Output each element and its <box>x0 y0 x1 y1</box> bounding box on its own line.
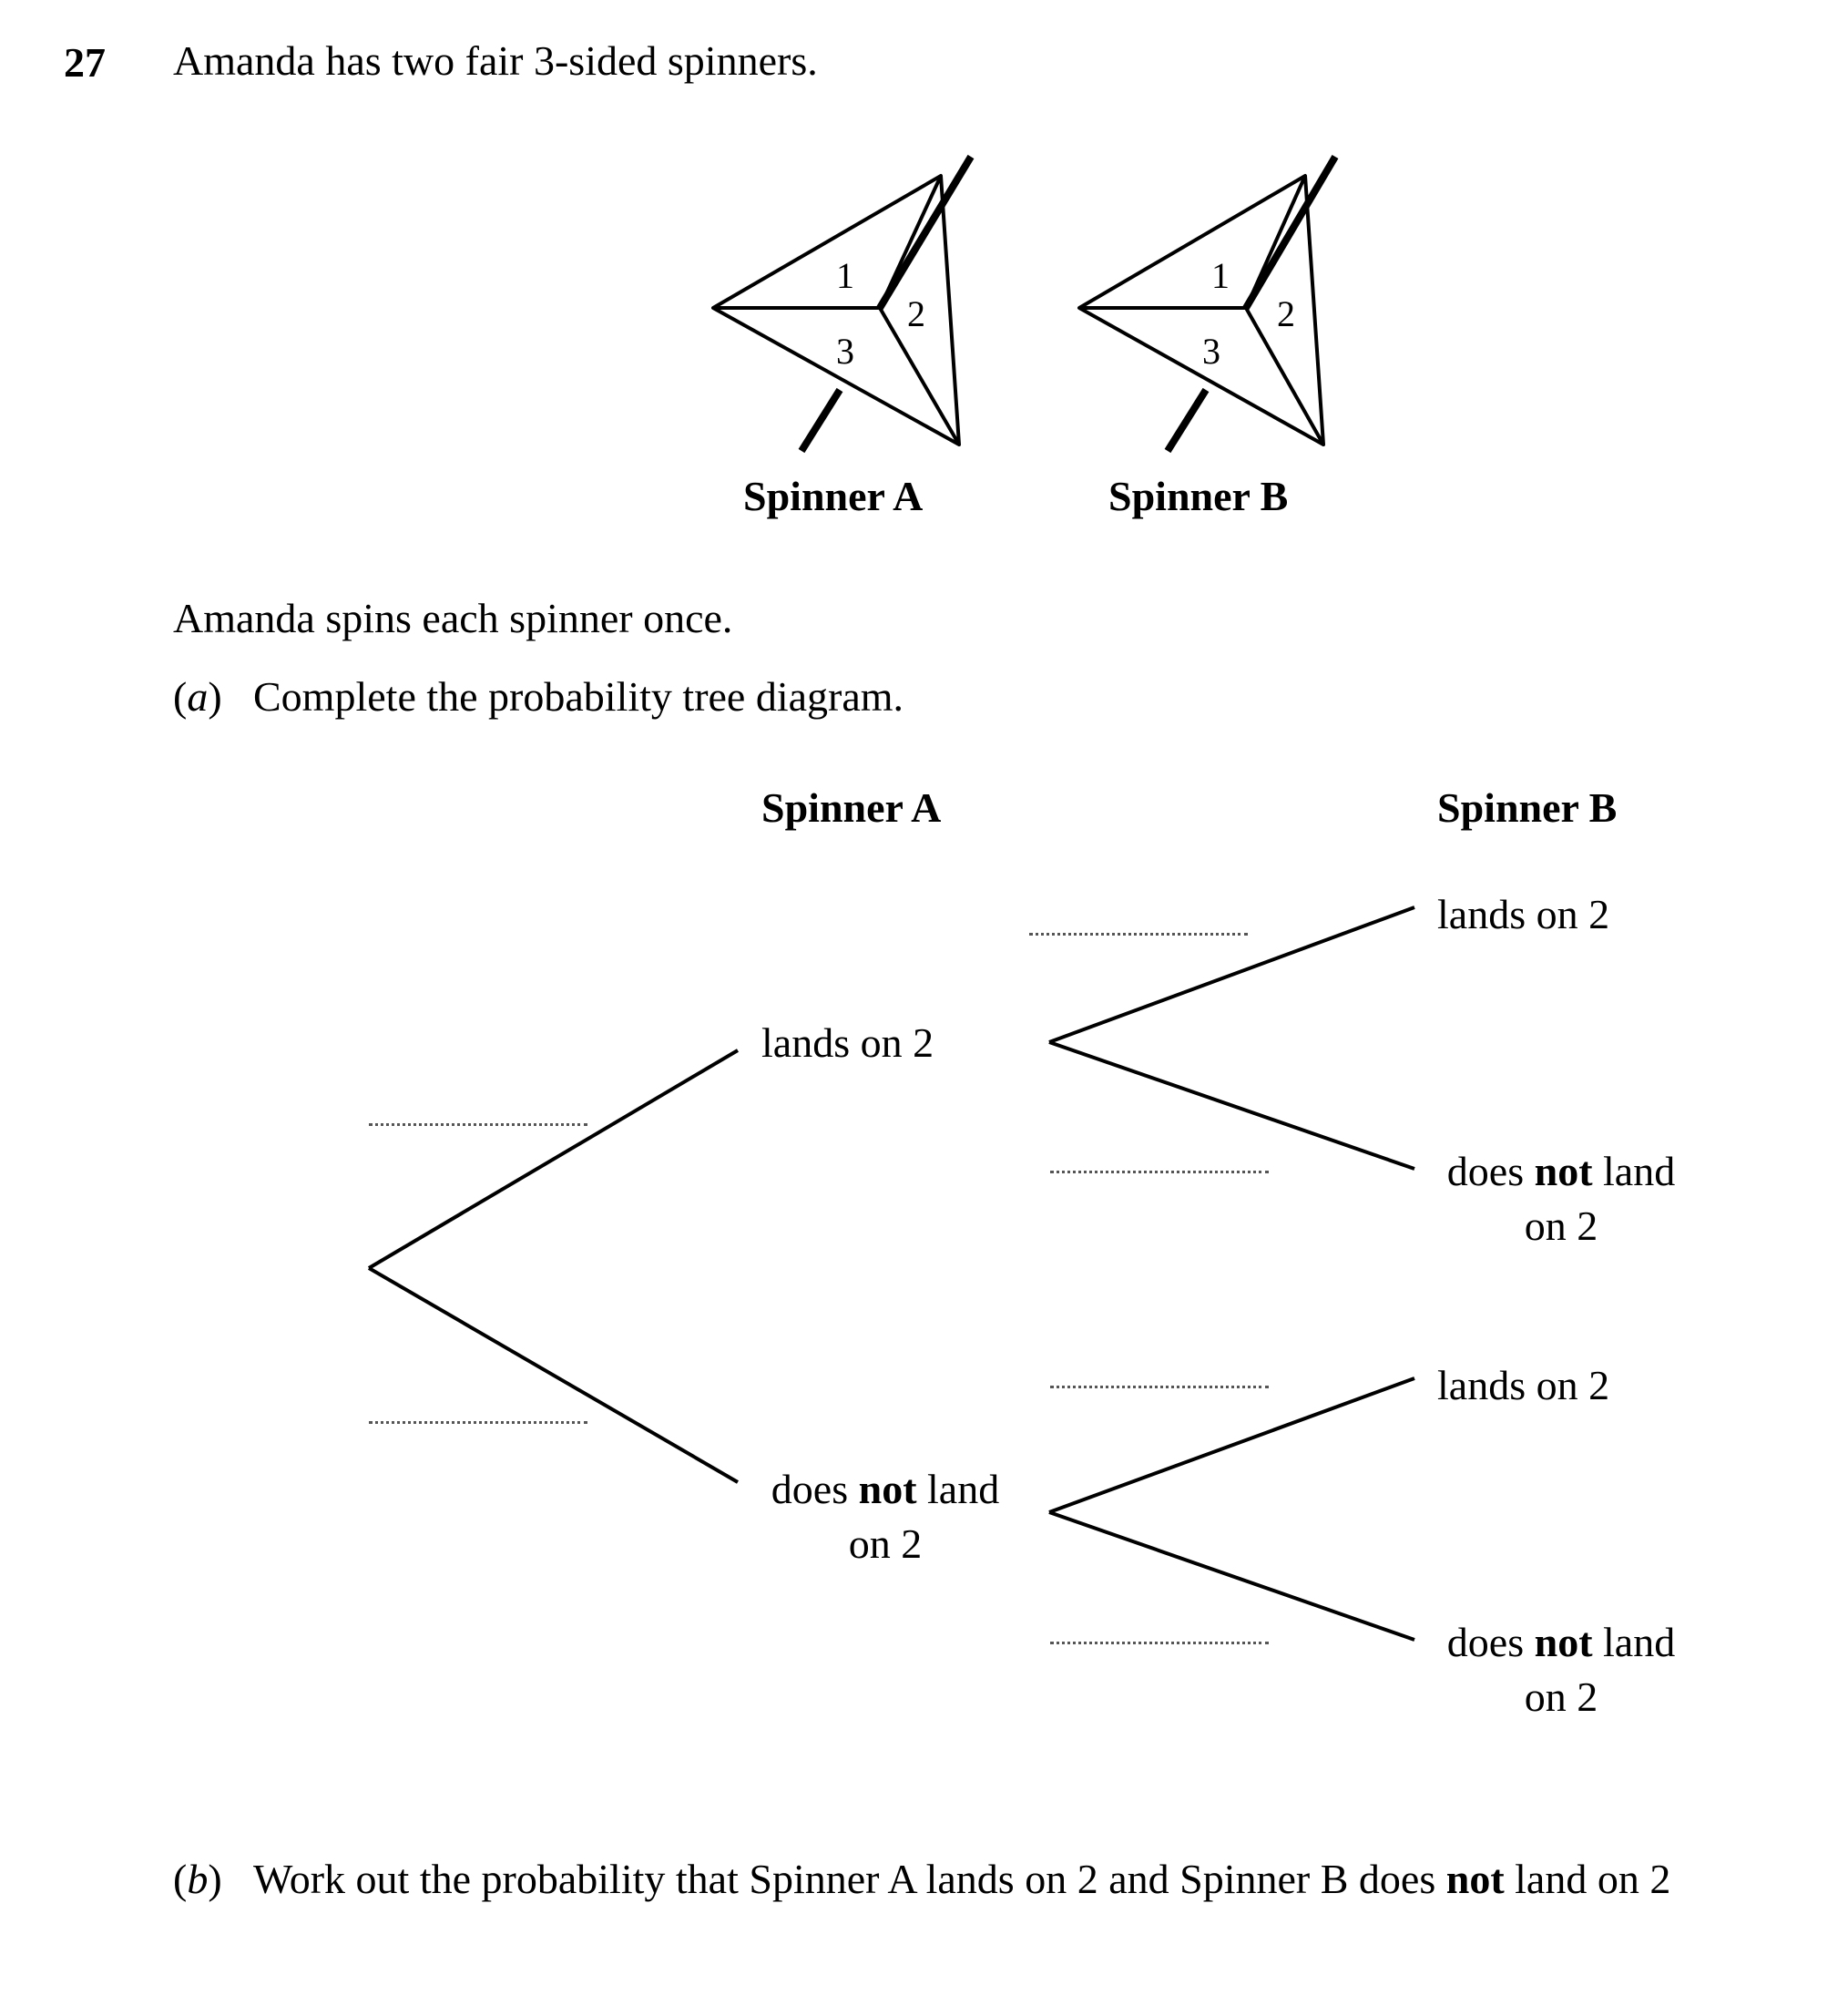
instruction-text: Amanda spins each spinner once. <box>173 595 733 641</box>
spinner-b-pointer <box>1242 154 1339 311</box>
part-a-text: Complete the probability tree diagram. <box>253 673 904 720</box>
spinner-b-triangle <box>1077 174 1325 446</box>
spinner-b-section-2: 2 <box>1277 293 1295 334</box>
branch-anot-b2 <box>1048 1376 1415 1514</box>
spinner-b-label: Spinner B <box>1108 473 1289 519</box>
answer-blank-anot-b2[interactable] <box>1050 1386 1269 1388</box>
branch-a-not <box>367 1266 740 1484</box>
tree-header-spinner-b: Spinner B <box>1437 784 1618 831</box>
spinner-a-label: Spinner A <box>743 473 924 519</box>
part-a-letter: (a) <box>173 673 222 720</box>
spinner-a-section-3: 3 <box>836 331 854 372</box>
part-b-letter: (b) <box>173 1856 222 1902</box>
spinner-b-section-3: 3 <box>1202 331 1220 372</box>
spinners-figure: 1 2 3 1 2 3 <box>711 154 1339 454</box>
spinner-b-drawing: 1 2 3 <box>1077 154 1339 454</box>
outcome-a-lands: lands on 2 <box>761 1019 934 1066</box>
outcome-a-not: does not land on 2 <box>771 1466 1000 1567</box>
part-b: (b) Work out the probability that Spinner… <box>173 1855 1670 1903</box>
tree-header-spinner-a: Spinner A <box>761 784 942 831</box>
outcome-b-not-1: does not land on 2 <box>1446 1148 1676 1249</box>
spinner-a-pointer <box>876 154 975 311</box>
answer-blank-anot-bnot[interactable] <box>1050 1642 1269 1644</box>
spinner-b-section-1: 1 <box>1211 255 1230 296</box>
spinner-a-drawing: 1 2 3 <box>711 154 975 454</box>
outcome-b-lands-2: lands on 2 <box>1437 1362 1610 1408</box>
outcome-b-not-2: does not land on 2 <box>1446 1619 1676 1720</box>
part-a: (a) Complete the probability tree diagram… <box>173 672 904 721</box>
branch-a2-bnot <box>1048 1040 1415 1171</box>
branch-a2-b2 <box>1048 906 1415 1044</box>
outcome-b-lands-1: lands on 2 <box>1437 891 1610 937</box>
answer-blank-a2-b2[interactable] <box>1029 933 1248 936</box>
question-number: 27 <box>64 39 106 86</box>
part-b-text: Work out the probability that Spinner A … <box>253 1856 1671 1902</box>
answer-blank-a-lands[interactable] <box>369 1123 587 1126</box>
answer-blank-a2-bnot[interactable] <box>1050 1171 1269 1173</box>
spinner-a-triangle <box>711 174 961 446</box>
spinner-a-section-1: 1 <box>836 255 854 296</box>
answer-blank-a-not[interactable] <box>369 1421 587 1424</box>
question-stem: Amanda has two fair 3-sided spinners. <box>173 37 818 84</box>
spinner-a-section-2: 2 <box>907 293 925 334</box>
branch-anot-bnot <box>1048 1510 1415 1642</box>
branch-a-lands <box>367 1049 740 1270</box>
